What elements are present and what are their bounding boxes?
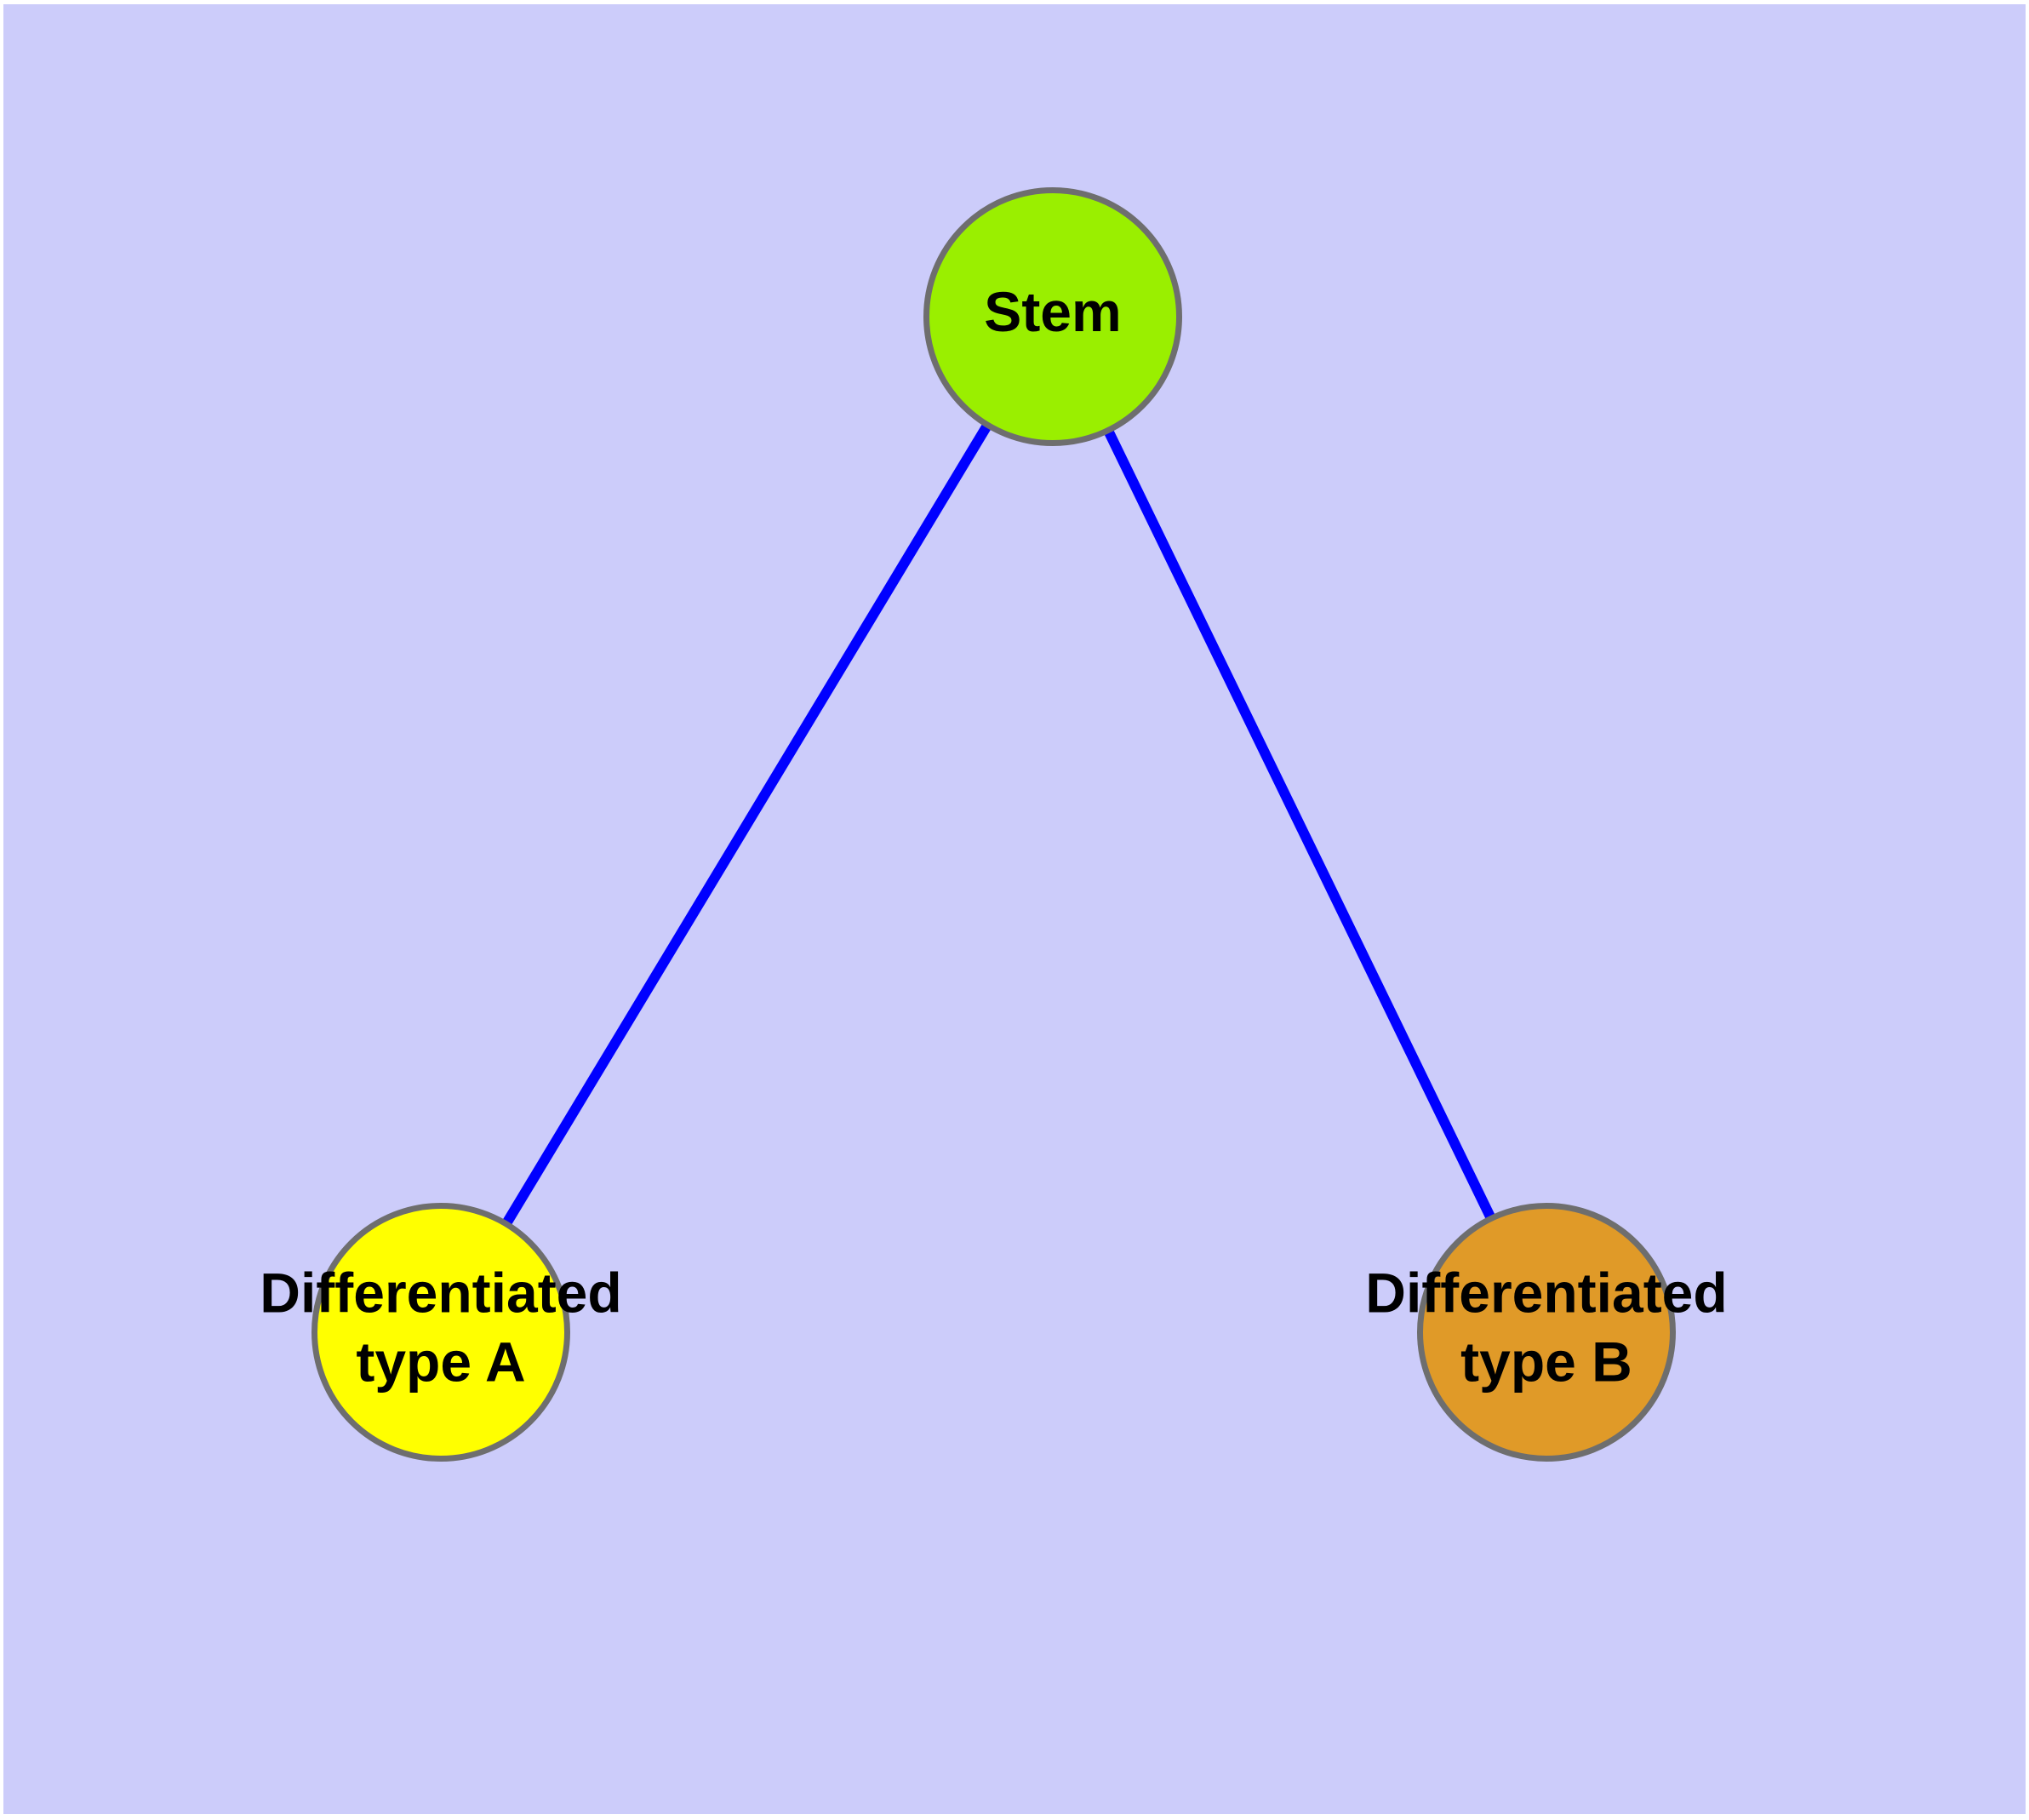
node-label-line: Differentiated — [260, 1262, 621, 1325]
node-label-stem: Stem — [984, 280, 1121, 343]
graph-node-stem[interactable]: Stem — [923, 187, 1182, 446]
node-circle-diff_a[interactable] — [311, 1203, 570, 1462]
node-circle-diff_b[interactable] — [1417, 1203, 1676, 1462]
node-label-line: type B — [1460, 1331, 1632, 1394]
node-label-line: Differentiated — [1365, 1262, 1727, 1325]
graph-edge-stem-to-a[interactable] — [501, 422, 992, 1227]
node-circle-stem[interactable] — [923, 187, 1182, 446]
graph-edge-stem-to-b[interactable] — [1103, 427, 1496, 1222]
node-label-line: type A — [356, 1331, 525, 1394]
node-label-line: Stem — [984, 280, 1121, 343]
edge-layer — [501, 422, 1496, 1227]
